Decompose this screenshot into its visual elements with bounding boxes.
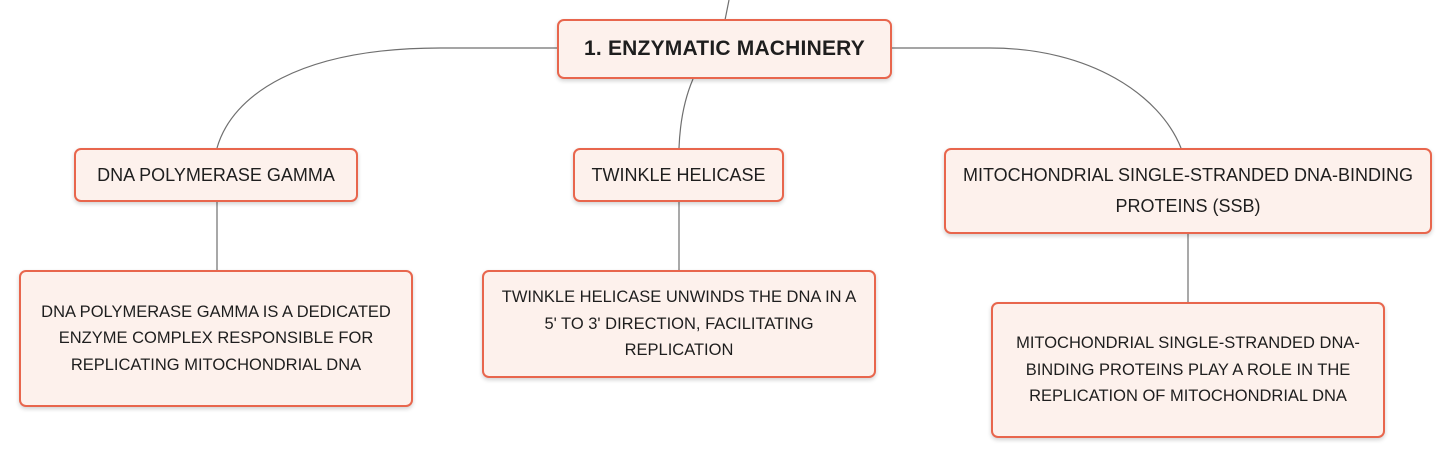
parent-connector xyxy=(724,0,730,21)
connector-root-to-polymerase xyxy=(216,47,558,149)
topic-node-label: MITOCHONDRIAL SINGLE-STRANDED DNA-BINDIN… xyxy=(962,165,1414,216)
detail-node-text: MITOCHONDRIAL SINGLE-STRANDED DNA-BINDIN… xyxy=(1016,334,1360,406)
topic-node-ssb[interactable]: MITOCHONDRIAL SINGLE-STRANDED DNA-BINDIN… xyxy=(944,148,1432,234)
root-node[interactable]: 1. ENZYMATIC MACHINERY xyxy=(557,19,892,79)
connector-root-to-ssb xyxy=(892,47,1182,149)
topic-node-label: TWINKLE HELICASE xyxy=(591,164,766,185)
root-node-label: 1. ENZYMATIC MACHINERY xyxy=(584,37,865,60)
detail-node-twinkle-helicase[interactable]: TWINKLE HELICASE UNWINDS THE DNA IN A 5'… xyxy=(482,270,876,378)
topic-node-dna-polymerase-gamma[interactable]: DNA POLYMERASE GAMMA xyxy=(74,148,358,202)
detail-node-ssb[interactable]: MITOCHONDRIAL SINGLE-STRANDED DNA-BINDIN… xyxy=(991,302,1385,438)
detail-node-text: TWINKLE HELICASE UNWINDS THE DNA IN A 5'… xyxy=(501,288,857,360)
detail-node-text: DNA POLYMERASE GAMMA IS A DEDICATED ENZY… xyxy=(41,302,391,374)
connector-root-to-twinkle xyxy=(678,78,694,149)
detail-node-dna-polymerase-gamma[interactable]: DNA POLYMERASE GAMMA IS A DEDICATED ENZY… xyxy=(19,270,413,407)
topic-node-twinkle-helicase[interactable]: TWINKLE HELICASE xyxy=(573,148,784,202)
topic-node-label: DNA POLYMERASE GAMMA xyxy=(97,164,335,185)
